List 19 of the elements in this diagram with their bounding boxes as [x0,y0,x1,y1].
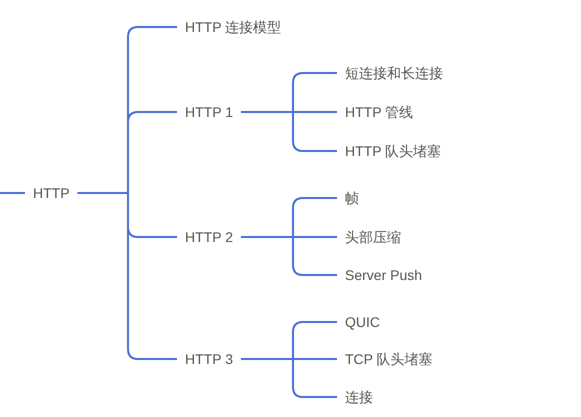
connector-line [240,358,337,398]
subtopic-label: 连接 [337,388,381,406]
connector-line [0,192,25,194]
topic-label: HTTP 1 [177,104,241,120]
subtopic-label: 头部压缩 [337,228,409,246]
topic-label: HTTP 3 [177,350,241,368]
connector-line [78,192,177,360]
connector-line [240,236,337,276]
subtopic-label: 帧 [337,190,367,206]
subtopic-label: TCP 队头堵塞 [337,350,441,368]
topic-label: HTTP 连接模型 [177,18,290,36]
subtopic-label: Server Push [337,266,430,284]
subtopic-label: 短连接和长连接 [337,64,451,82]
connector-line [240,111,337,152]
subtopic-label: HTTP 队头堵塞 [337,142,450,160]
root-topic-label: HTTP [25,184,78,202]
subtopic-label: QUIC [337,314,388,330]
subtopic-label: HTTP 管线 [337,104,422,120]
topic-label: HTTP 2 [177,228,241,246]
